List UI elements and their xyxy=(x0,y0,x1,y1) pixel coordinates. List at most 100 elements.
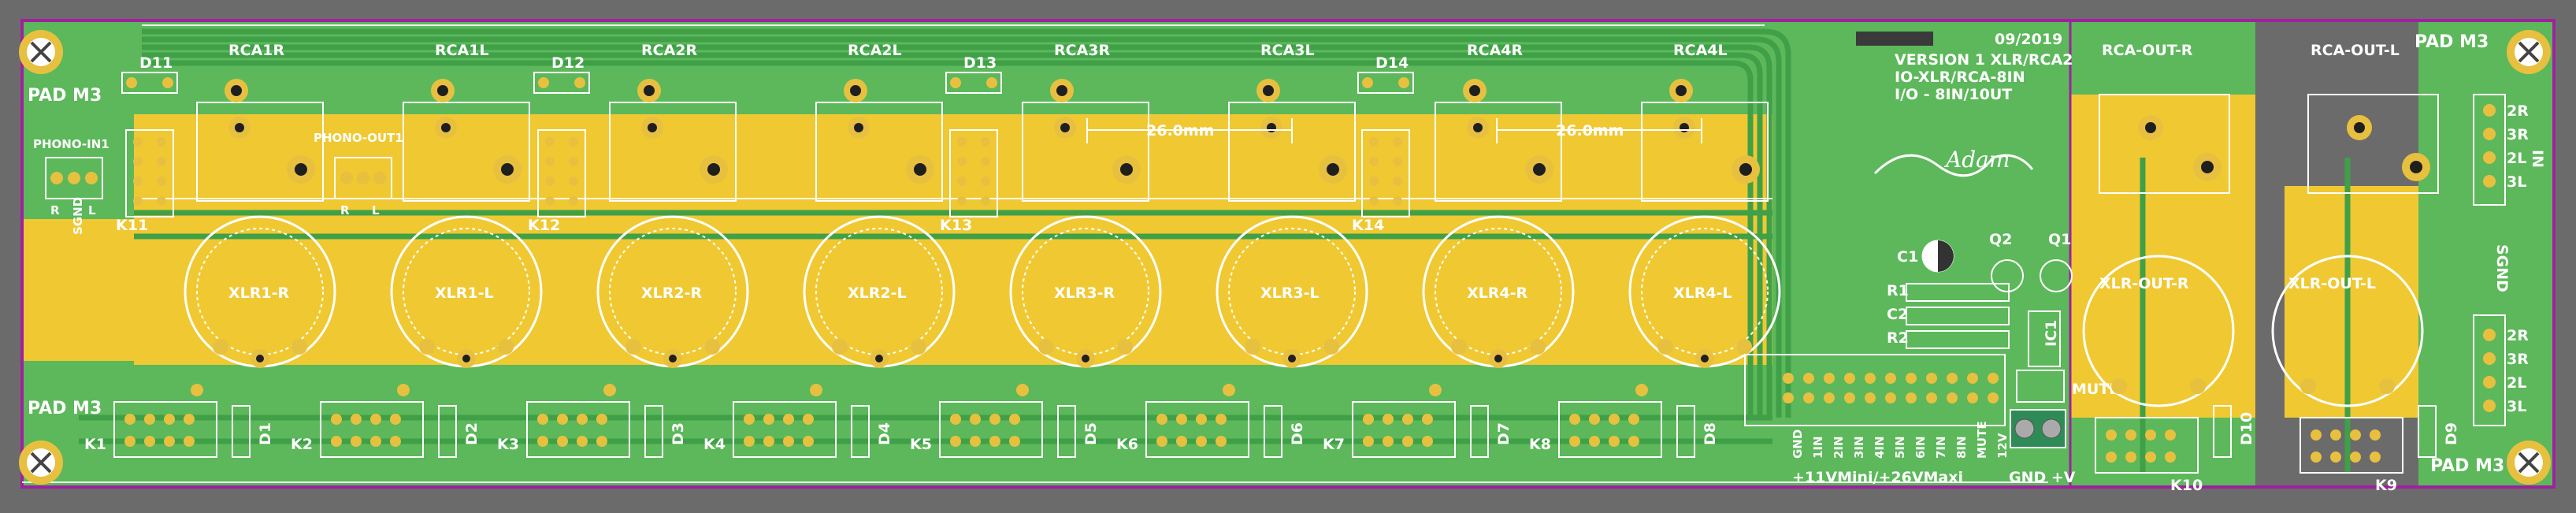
phono-out-pin-r: R xyxy=(340,203,350,217)
dimension-1-label: 26.0mm xyxy=(1146,122,1214,139)
right-bottom-pin-3: 2L xyxy=(2507,374,2526,392)
terminal-label: GND +V xyxy=(2009,469,2076,486)
phono-in-connector: PHONO-IN1 R L SGND xyxy=(33,137,109,235)
header-pin-top-4 xyxy=(1844,373,1855,384)
header-pin-bottom-4 xyxy=(1844,392,1855,403)
ic1 xyxy=(2028,310,2061,367)
left-copper-band xyxy=(22,219,134,361)
rca-input-label-1: RCA1R xyxy=(228,42,284,59)
capacitor-c2 xyxy=(1906,307,2010,325)
header-pin-label-11: 12V xyxy=(1995,433,2010,459)
header-pin-label-4: 3IN xyxy=(1852,436,1866,459)
output-diode-label-2: D9 xyxy=(2443,422,2460,445)
xlr-input-label-5: XLR3-R xyxy=(1054,284,1115,302)
relay-3: K3 D3 xyxy=(497,384,687,458)
led-label-1: D11 xyxy=(139,54,173,72)
diode-body-7 xyxy=(1470,405,1489,458)
diode-body-3 xyxy=(644,405,663,458)
rca-input-3: RCA2R xyxy=(609,42,737,202)
mount-hole-top-left xyxy=(19,30,63,74)
relay-label-6: K6 xyxy=(1116,436,1138,453)
led-4: D14 xyxy=(1357,54,1414,94)
output-relay-label-2: K9 xyxy=(2375,477,2397,494)
header-pin-bottom-2 xyxy=(1803,392,1814,403)
rca-input-2: RCA1L xyxy=(403,42,530,202)
mount-label-bl: PAD M3 xyxy=(28,399,102,418)
board-edge-right xyxy=(2418,20,2554,487)
header-pin-label-8: 7IN xyxy=(1934,436,1948,459)
rca-input-4: RCA2L xyxy=(815,42,943,202)
xlr-output-1: XLR-OUT-R xyxy=(2082,255,2235,407)
rca-output-1: RCA-OUT-R xyxy=(2099,42,2230,194)
diode-label-5: D5 xyxy=(1082,422,1100,445)
xlr-input-1: XLR1-R xyxy=(184,215,336,368)
resistor-r2 xyxy=(1906,330,2010,349)
top-relay-1: K11 xyxy=(116,129,174,234)
rca-input-label-3: RCA2R xyxy=(641,42,697,59)
rca-input-8: RCA4L xyxy=(1641,42,1769,202)
right-sgnd-label: SGND xyxy=(2493,244,2511,292)
relay-label-2: K2 xyxy=(291,436,313,453)
header-pin-label-3: 2IN xyxy=(1832,436,1846,459)
mount-holes xyxy=(19,30,2551,485)
top-relay-3: K13 xyxy=(940,129,998,234)
rca-input-label-2: RCA1L xyxy=(435,42,489,59)
rca-copper-band xyxy=(134,114,1772,199)
diode-body-2 xyxy=(438,405,457,458)
diode-body-8 xyxy=(1676,405,1695,458)
resistor-r1 xyxy=(1906,283,2010,302)
right-top-pin-4: 3L xyxy=(2507,173,2526,191)
mount-hole-bottom-left xyxy=(19,441,63,485)
led-label-3: D13 xyxy=(963,54,997,72)
diode-label-2: D2 xyxy=(463,422,481,445)
xlr-input-label-1: XLR1-R xyxy=(228,284,289,302)
header-pin-label-7: 6IN xyxy=(1913,436,1928,459)
header-line2: IO-XLR/RCA-8IN xyxy=(1895,69,2025,86)
diode-label-4: D4 xyxy=(876,422,893,445)
label-q1: Q1 xyxy=(2048,231,2071,248)
phono-out-label: PHONO-OUT1 xyxy=(314,131,403,145)
power-label: +11VMini/+26VMaxi xyxy=(1792,469,1963,486)
rca-output-2: RCA-OUT-L xyxy=(2307,42,2439,194)
top-relay-label-4: K14 xyxy=(1352,217,1384,234)
label-r1: R1 xyxy=(1887,282,1909,299)
header-pin-top-10 xyxy=(1967,373,1978,384)
mount-label-br: PAD M3 xyxy=(2430,456,2504,476)
right-top-pin-2: 3R xyxy=(2507,126,2529,143)
header-pin-bottom-11 xyxy=(1988,392,1999,403)
output-diode-label-1: D10 xyxy=(2238,412,2255,445)
header-pin-bottom-3 xyxy=(1824,392,1835,403)
transistor-q2 xyxy=(1991,259,2024,292)
diode-body-4 xyxy=(851,405,870,458)
rca-input-label-4: RCA2L xyxy=(848,42,902,59)
right-top-pin-1: 2R xyxy=(2507,102,2529,120)
xlr-input-6: XLR3-L xyxy=(1216,215,1368,368)
relay-label-8: K8 xyxy=(1529,436,1551,453)
relay-label-3: K3 xyxy=(497,436,519,453)
rca-input-label-6: RCA3L xyxy=(1260,42,1315,59)
led-1: D11 xyxy=(121,54,178,94)
header-pin-bottom-6 xyxy=(1885,392,1896,403)
diode-body-5 xyxy=(1057,405,1076,458)
header-pin-bottom-5 xyxy=(1865,392,1876,403)
phono-in-pin-sgnd: SGND xyxy=(71,197,85,235)
output-relay-2: K9 D9 xyxy=(2299,405,2460,494)
rca-output-label-2: RCA-OUT-L xyxy=(2311,42,2400,59)
diode-label-3: D3 xyxy=(670,422,687,445)
qr-mark xyxy=(1856,32,1933,46)
phono-out-pin-l: L xyxy=(372,203,380,217)
mount-label-tl: PAD M3 xyxy=(28,86,102,106)
rca-output-label-1: RCA-OUT-R xyxy=(2102,42,2193,59)
header-date: 09/2019 xyxy=(1995,31,2062,48)
header-pin-bottom-10 xyxy=(1967,392,1978,403)
pin-header-outline xyxy=(1744,354,2006,426)
